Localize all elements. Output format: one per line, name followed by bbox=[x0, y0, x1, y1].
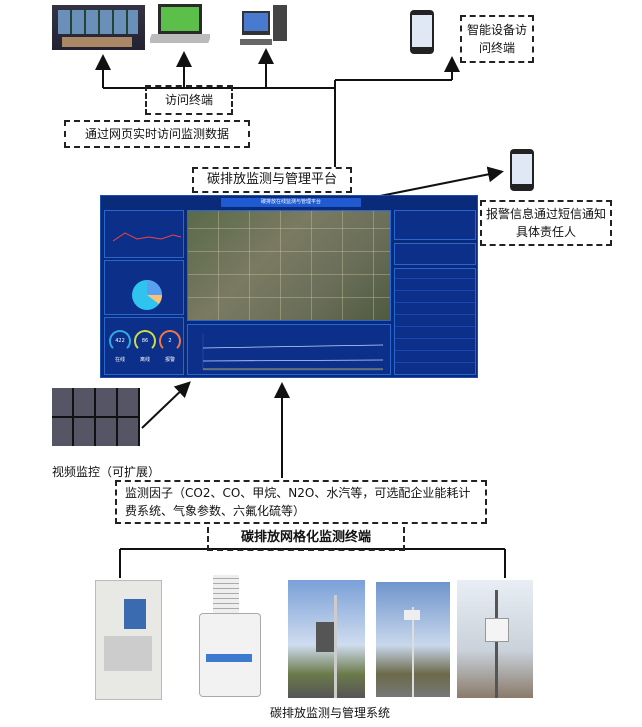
stats-panel bbox=[394, 210, 476, 240]
field-photo-2 bbox=[376, 582, 450, 697]
access-terminal-box: 访问终端 bbox=[145, 85, 233, 115]
platform-box: 碳排放监测与管理平台 bbox=[192, 167, 352, 193]
access-terminal-label: 访问终端 bbox=[164, 93, 213, 107]
monitoring-factors-text: 监测因子（CO2、CO、甲烷、N2O、水汽等，可选配企业能耗计费系统、气象参数、… bbox=[125, 486, 471, 518]
system-caption: 碳排放监测与管理系统 bbox=[270, 706, 391, 720]
video-wall-image bbox=[52, 5, 145, 50]
line-chart-panel bbox=[187, 324, 391, 375]
pie-panel bbox=[104, 260, 184, 315]
sensor-box-image bbox=[195, 575, 265, 700]
field-photo-3 bbox=[457, 580, 533, 698]
web-access-label: 通过网页实时访问监测数据 bbox=[84, 127, 229, 141]
platform-label: 碳排放监测与管理平台 bbox=[206, 172, 337, 187]
laptop-icon bbox=[150, 4, 210, 46]
chart-panel bbox=[104, 210, 184, 258]
grid-terminal-box: 碳排放网格化监测终端 bbox=[207, 527, 405, 551]
field-photo-1 bbox=[288, 580, 365, 698]
sms-alert-label: 报警信息通过短信通知具体责任人 bbox=[485, 207, 606, 239]
smartphone-icon bbox=[402, 8, 442, 56]
desktop-pc-icon bbox=[240, 5, 290, 47]
summary-panel bbox=[394, 243, 476, 265]
map-panel bbox=[187, 210, 391, 321]
smart-device-label: 智能设备访问终端 bbox=[466, 23, 527, 55]
sms-alert-box: 报警信息通过短信通知具体责任人 bbox=[480, 200, 612, 246]
smart-device-box: 智能设备访问终端 bbox=[460, 15, 534, 63]
video-monitoring-image bbox=[52, 388, 140, 446]
dashboard-title: 碳排放在线监测与管理平台 bbox=[221, 198, 361, 207]
alert-phone-icon bbox=[502, 147, 540, 194]
web-access-box: 通过网页实时访问监测数据 bbox=[64, 120, 250, 148]
device-list-panel bbox=[394, 268, 476, 375]
grid-terminal-title: 碳排放网格化监测终端 bbox=[240, 530, 371, 545]
analyzer-cabinet-image bbox=[95, 580, 162, 700]
monitoring-factors-box: 监测因子（CO2、CO、甲烷、N2O、水汽等，可选配企业能耗计费系统、气象参数、… bbox=[115, 480, 487, 524]
video-monitoring-label: 视频监控（可扩展） bbox=[52, 465, 161, 479]
